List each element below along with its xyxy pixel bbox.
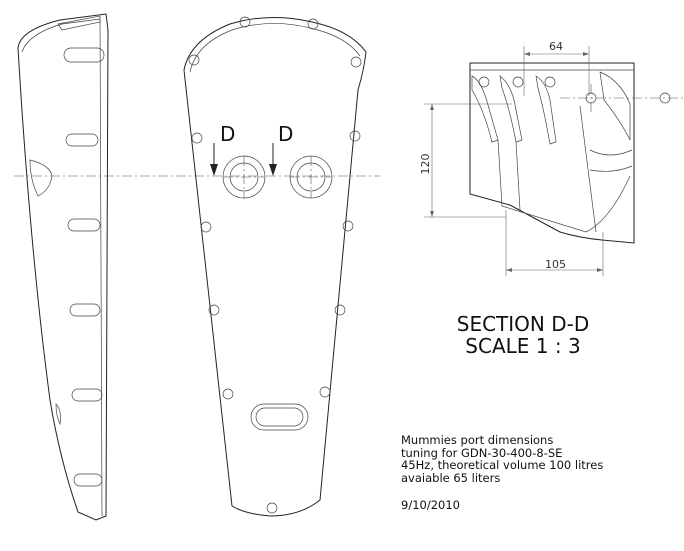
- section-label-left: D: [220, 122, 235, 146]
- section-arrows: [210, 143, 277, 176]
- front-view: D D: [183, 16, 367, 517]
- dimension-lines: [424, 46, 604, 276]
- dimension-top-width: 64: [549, 40, 563, 53]
- round-ports: [222, 155, 333, 199]
- section-title-line1: SECTION D-D: [456, 312, 590, 336]
- section-label-right: D: [278, 122, 293, 146]
- notes-block: Mummies port dimensions tuning for GDN-3…: [401, 434, 603, 484]
- note-line: avaiable 65 liters: [401, 470, 501, 485]
- oval-port: [250, 403, 309, 431]
- dimension-bottom-width: 105: [545, 258, 566, 271]
- dimension-height: 120: [419, 154, 432, 175]
- section-view: [469, 62, 684, 244]
- section-title: SECTION D-D SCALE 1 : 3: [443, 313, 603, 357]
- side-view: [17, 13, 109, 521]
- section-scale: SCALE 1 : 3: [465, 334, 581, 358]
- note-line: Mummies port dimensions: [401, 433, 554, 447]
- drawing-date: 9/10/2010: [401, 498, 460, 512]
- note-line: 45Hz, theoretical volume 100 litres: [401, 458, 604, 472]
- note-line: tuning for GDN-30-400-8-SE: [401, 445, 563, 460]
- mounting-bosses: [188, 16, 362, 514]
